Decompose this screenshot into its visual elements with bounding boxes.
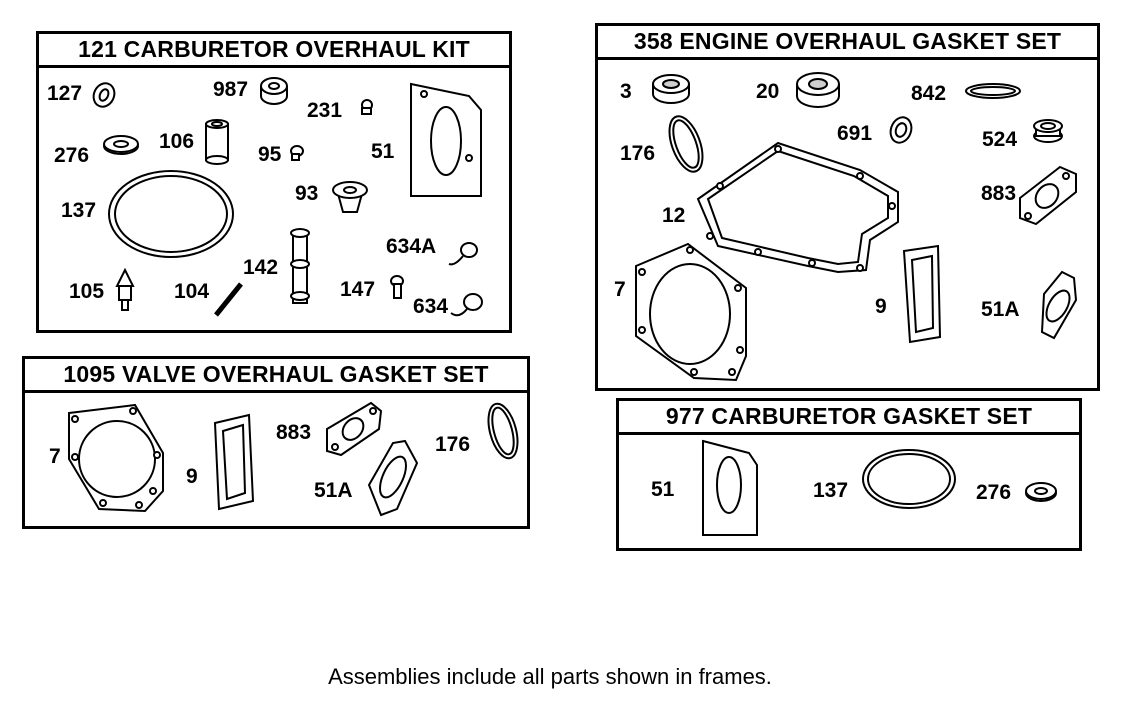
label-7: 7 bbox=[49, 445, 61, 468]
label-127: 127 bbox=[47, 82, 82, 105]
carburetor-overhaul-kit-diagram: 127 987 231 276 106 bbox=[47, 77, 483, 318]
label-176: 176 bbox=[620, 142, 655, 165]
carburetor-gasket-set-frame: 977 CARBURETOR GASKET SET 51 137 276 bbox=[616, 398, 1082, 551]
part-9-valve-cover-gasket bbox=[213, 413, 255, 511]
part-51a-gasket bbox=[367, 439, 419, 517]
part-883-intake-gasket bbox=[326, 401, 383, 457]
part-137-ring bbox=[862, 449, 956, 509]
label-634a: 634A bbox=[386, 235, 436, 258]
label-231: 231 bbox=[307, 99, 342, 122]
part-987-bushing bbox=[260, 77, 288, 105]
part-51-plate bbox=[702, 439, 758, 536]
part-51-plate bbox=[410, 82, 482, 197]
carburetor-gasket-set-title: 977 CARBURETOR GASKET SET bbox=[619, 401, 1079, 435]
valve-overhaul-gasket-set-frame: 1095 VALVE OVERHAUL GASKET SET 7 9 883 bbox=[22, 356, 530, 529]
label-142: 142 bbox=[243, 256, 278, 279]
part-51a-gasket bbox=[1040, 270, 1078, 340]
label-51: 51 bbox=[651, 478, 675, 501]
part-634a-spring bbox=[448, 242, 478, 266]
label-137: 137 bbox=[813, 479, 848, 502]
label-147: 147 bbox=[340, 278, 375, 301]
label-883: 883 bbox=[276, 421, 311, 444]
part-7-cylinder-head-gasket bbox=[68, 403, 164, 513]
label-9: 9 bbox=[186, 465, 198, 488]
part-9-valve-cover-gasket bbox=[902, 244, 942, 344]
valve-overhaul-gasket-set-title: 1095 VALVE OVERHAUL GASKET SET bbox=[25, 359, 527, 393]
part-176-o-ring bbox=[668, 115, 704, 173]
label-51a: 51A bbox=[981, 298, 1020, 321]
carburetor-gasket-set-diagram: 51 137 276 bbox=[651, 439, 1057, 536]
part-20-oil-seal bbox=[796, 72, 840, 108]
label-7: 7 bbox=[614, 278, 626, 301]
part-93-float-needle-seat bbox=[332, 181, 368, 213]
label-20: 20 bbox=[756, 80, 779, 103]
part-691-washer bbox=[889, 116, 913, 144]
label-104: 104 bbox=[174, 280, 209, 303]
carburetor-overhaul-kit-frame: 121 CARBURETOR OVERHAUL KIT 127 987 231 … bbox=[36, 31, 512, 333]
label-634: 634 bbox=[413, 295, 448, 318]
label-105: 105 bbox=[69, 280, 104, 303]
label-987: 987 bbox=[213, 78, 248, 101]
part-176-o-ring bbox=[487, 402, 519, 460]
engine-overhaul-gasket-set-frame: 358 ENGINE OVERHAUL GASKET SET 3 20 842 bbox=[595, 23, 1100, 391]
part-3-oil-seal bbox=[652, 74, 690, 104]
part-104-pin bbox=[214, 282, 243, 317]
part-276-seal bbox=[1025, 482, 1057, 502]
part-524-plug bbox=[1033, 119, 1063, 143]
label-93: 93 bbox=[295, 182, 318, 205]
label-883: 883 bbox=[981, 182, 1016, 205]
engine-overhaul-gasket-set-diagram: 3 20 842 176 691 bbox=[614, 72, 1078, 382]
label-691: 691 bbox=[837, 122, 872, 145]
part-147-idle-screw bbox=[390, 275, 404, 299]
label-12: 12 bbox=[662, 204, 685, 227]
part-842-o-ring bbox=[965, 83, 1021, 99]
label-842: 842 bbox=[911, 82, 946, 105]
part-106-sleeve bbox=[205, 119, 229, 165]
label-3: 3 bbox=[620, 80, 632, 103]
label-51a: 51A bbox=[314, 479, 353, 502]
part-137-ring bbox=[108, 170, 234, 258]
part-276-seal bbox=[103, 135, 139, 155]
valve-overhaul-gasket-set-diagram: 7 9 883 51A 176 bbox=[49, 401, 519, 517]
carburetor-overhaul-kit-title: 121 CARBURETOR OVERHAUL KIT bbox=[39, 34, 509, 68]
part-142-throttle-shaft bbox=[290, 228, 310, 304]
part-883-intake-gasket bbox=[1019, 165, 1077, 226]
part-105-inlet-needle bbox=[115, 267, 135, 311]
part-95-screw bbox=[290, 145, 304, 161]
label-524: 524 bbox=[982, 128, 1017, 151]
label-9: 9 bbox=[875, 295, 887, 318]
part-12-sump-gasket bbox=[696, 141, 899, 274]
part-634-spring bbox=[450, 293, 483, 317]
label-176: 176 bbox=[435, 433, 470, 456]
label-106: 106 bbox=[159, 130, 194, 153]
label-276: 276 bbox=[54, 144, 89, 167]
engine-overhaul-gasket-set-title: 358 ENGINE OVERHAUL GASKET SET bbox=[598, 26, 1097, 60]
label-95: 95 bbox=[258, 143, 282, 166]
label-137: 137 bbox=[61, 199, 96, 222]
footnote: Assemblies include all parts shown in fr… bbox=[328, 664, 772, 689]
part-231-screw bbox=[361, 99, 373, 115]
label-51: 51 bbox=[371, 140, 395, 163]
label-276: 276 bbox=[976, 481, 1011, 504]
part-7-cylinder-head-gasket bbox=[635, 242, 747, 382]
